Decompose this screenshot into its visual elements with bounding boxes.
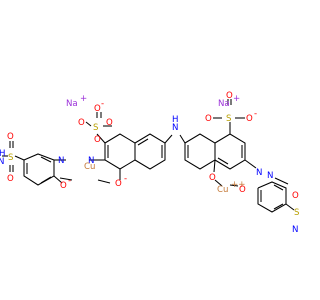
azo-right-n1: N bbox=[256, 168, 262, 178]
azo-left-n1: N bbox=[88, 156, 94, 166]
atom-labels-left: Na + O - S O O O N N Cu O - O - S O O H … bbox=[0, 94, 127, 191]
atom-labels-right: Na + O S O O - N N O Cu ++ O S O N bbox=[205, 91, 299, 235]
sodium-left-charge: + bbox=[80, 94, 87, 104]
sodium-left: Na bbox=[66, 99, 78, 109]
naphthol-left-charge: - bbox=[124, 174, 127, 184]
amine-bridge-h: H bbox=[172, 115, 178, 125]
naphthol-right-oxygen: O bbox=[209, 173, 216, 183]
molecule-structure: Na + O - S O O O N N Cu O - O - S O O H … bbox=[0, 91, 299, 235]
azo-right-n2: N bbox=[267, 171, 273, 181]
sulfonamide-left-n: N bbox=[0, 157, 4, 167]
amine-bridge-n: N bbox=[172, 123, 178, 133]
copper-right-charge: ++ bbox=[231, 180, 245, 190]
sulfonate-left-s: S bbox=[93, 123, 98, 133]
sulfonate-left-o-right: O bbox=[106, 118, 113, 128]
sulfonamide-right-o-top: O bbox=[292, 191, 299, 201]
azo-left-n2: N bbox=[58, 156, 64, 166]
phenolate-left-charge: - bbox=[68, 176, 71, 186]
sulfonate-right-charge: - bbox=[254, 109, 257, 119]
sulfonate-right-o-right: O bbox=[246, 114, 253, 124]
sulfonate-right-o-top: O bbox=[226, 91, 233, 101]
bond-lines bbox=[2, 99, 295, 213]
naphthol-left-oxygen: O bbox=[115, 179, 122, 189]
sulfonamide-right-s: S bbox=[294, 208, 299, 218]
sulfonate-left-o-top: O bbox=[94, 104, 101, 114]
sulfonate-left-o-top-charge: - bbox=[101, 99, 104, 109]
sulfonamide-left-o-top: O bbox=[7, 132, 14, 142]
sulfonamide-left-h: H bbox=[0, 149, 5, 159]
sulfonate-right-s: S bbox=[226, 114, 231, 124]
copper-right: Cu bbox=[217, 185, 228, 195]
sulfonate-left-o-bottom: O bbox=[94, 135, 101, 145]
phenol-right-oxygen: O bbox=[239, 185, 246, 195]
atom-labels-bridge: N H bbox=[172, 115, 178, 133]
sulfonamide-left-s: S bbox=[8, 153, 13, 163]
phenolate-left-oxygen: O bbox=[60, 181, 67, 191]
sulfonate-right-o-left: O bbox=[205, 114, 212, 124]
sodium-right: Na bbox=[218, 99, 230, 109]
copper-left: Cu bbox=[84, 162, 95, 172]
sodium-right-charge: + bbox=[233, 94, 240, 104]
sulfonate-left-o-left: O bbox=[78, 118, 85, 128]
sulfonamide-right-n: N bbox=[292, 225, 298, 235]
sulfonamide-left-o-bottom: O bbox=[7, 174, 14, 184]
